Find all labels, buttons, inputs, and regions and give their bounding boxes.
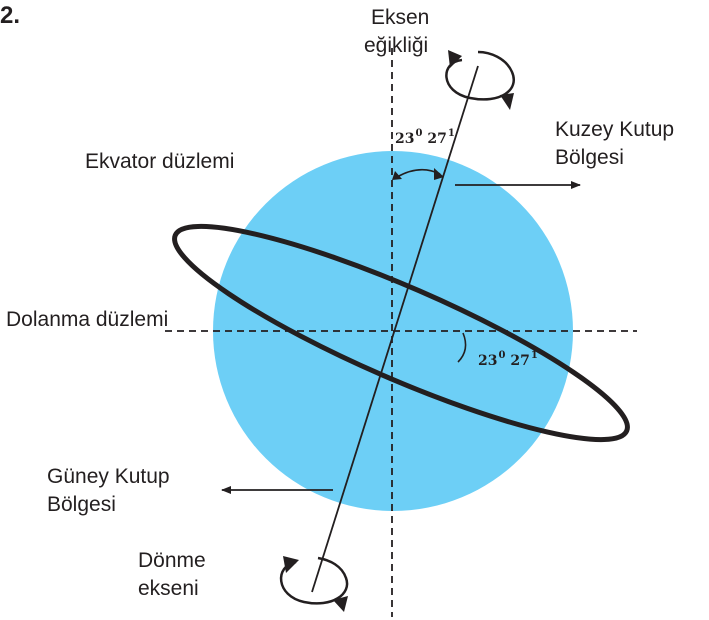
rotation-axis-line xyxy=(311,65,479,593)
south-pole-label-line1: Güney Kutup xyxy=(47,465,170,488)
south-pole-label: Güney Kutup Bölgesi xyxy=(47,463,170,519)
rotation-axis-label: Dönme ekseni xyxy=(138,547,206,603)
axis-tilt-label: Eksen eğikliği xyxy=(364,4,429,60)
right-angle-minutes: 27 xyxy=(510,353,530,369)
top-angle-arc-icon xyxy=(392,168,444,180)
north-pole-label-line2: Bölgesi xyxy=(555,146,624,169)
top-angle-minutes: 27 xyxy=(427,131,447,147)
right-angle-label: 230 271 xyxy=(478,350,538,369)
right-angle-minute-mark: 1 xyxy=(530,350,538,361)
top-angle-label: 230 271 xyxy=(395,128,455,147)
north-pole-label-line1: Kuzey Kutup xyxy=(555,118,675,141)
question-number: 2. xyxy=(0,2,21,29)
rotation-axis-label-line1: Dönme xyxy=(138,549,206,572)
south-pole-label-line2: Bölgesi xyxy=(47,493,116,516)
top-angle-degrees: 23 xyxy=(395,131,415,147)
bottom-rotation-arrow-icon xyxy=(279,556,349,612)
axis-tilt-label-line1: Eksen xyxy=(371,6,430,29)
rotation-axis-label-line2: ekseni xyxy=(138,577,199,600)
right-angle-degree-mark: 0 xyxy=(498,350,506,361)
top-angle-minute-mark: 1 xyxy=(447,128,455,139)
equator-plane xyxy=(172,223,630,443)
top-rotation-arrow-icon xyxy=(445,50,515,110)
north-pole-label: Kuzey Kutup Bölgesi xyxy=(555,116,674,172)
equator-plane-label: Ekvator düzlemi xyxy=(85,150,235,173)
top-angle-degree-mark: 0 xyxy=(415,128,423,139)
axis-tilt-label-line2: eğikliği xyxy=(364,34,429,57)
orbit-plane-label: Dolanma düzlemi xyxy=(6,308,169,331)
right-angle-arc-icon xyxy=(457,332,467,363)
right-angle-degrees: 23 xyxy=(478,353,498,369)
